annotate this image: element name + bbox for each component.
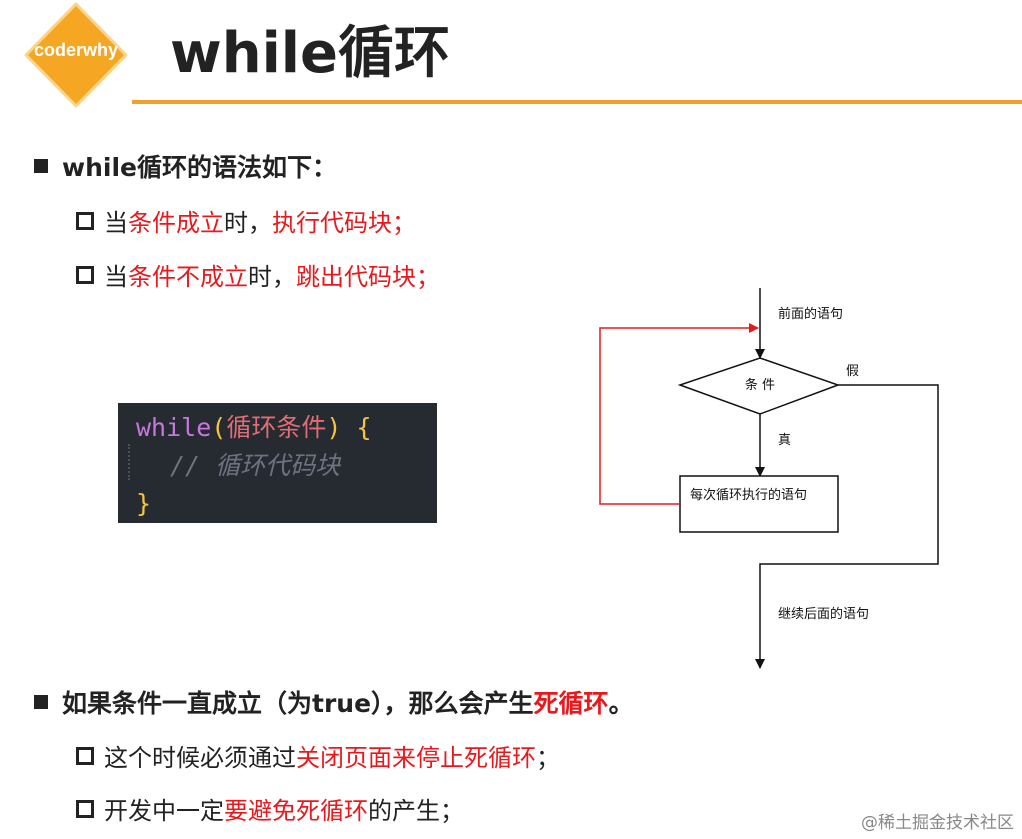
hollow-square-bullet-icon bbox=[76, 800, 94, 818]
square-bullet-icon bbox=[34, 159, 48, 173]
condition-label: 条 件 bbox=[745, 377, 775, 393]
logo-text: coderwhy bbox=[33, 40, 119, 60]
code-line-close: } bbox=[136, 489, 152, 518]
code-line-comment: // 循环代码块 bbox=[170, 451, 341, 480]
watermark: @稀土掘金技术社区 bbox=[861, 813, 1014, 833]
code-line-while: while(循环条件) { bbox=[136, 413, 372, 442]
square-bullet-icon bbox=[34, 695, 48, 709]
hollow-square-bullet-icon bbox=[76, 266, 94, 284]
loop-body-label: 每次循环执行的语句 bbox=[690, 487, 807, 503]
false-exit-arrow bbox=[755, 384, 939, 669]
while-code-snippet: while(循环条件) { // 循环代码块 } bbox=[118, 403, 437, 523]
logo-diamond-icon bbox=[24, 2, 128, 108]
syntax-item-condition-false: 当条件不成立时，跳出代码块； bbox=[76, 257, 440, 292]
coderwhy-logo: coderwhy bbox=[22, 2, 130, 108]
while-flowchart: 前面的语句 条 件 假 真 每次循环执行的语句 继续后面的语句 bbox=[599, 288, 939, 669]
false-label: 假 bbox=[846, 364, 859, 379]
section2-heading: 如果条件一直成立（为true），那么会产生死循环。 bbox=[34, 684, 634, 720]
infinite-loop-item-close-page: 这个时候必须通过关闭页面来停止死循环； bbox=[76, 738, 560, 773]
after-statement-label: 继续后面的语句 bbox=[778, 606, 869, 622]
loop-back-arrow bbox=[599, 323, 759, 505]
title-divider bbox=[132, 100, 1022, 104]
hollow-square-bullet-icon bbox=[76, 747, 94, 765]
indent-guide bbox=[128, 444, 130, 480]
before-statement-label: 前面的语句 bbox=[778, 306, 843, 322]
section1-heading: while循环的语法如下： bbox=[34, 148, 337, 184]
true-label: 真 bbox=[778, 433, 791, 448]
syntax-item-condition-true: 当条件成立时，执行代码块； bbox=[76, 203, 416, 238]
loop-body-box bbox=[679, 475, 839, 533]
page-title: while循环 bbox=[170, 21, 450, 86]
infinite-loop-item-avoid: 开发中一定要避免死循环的产生； bbox=[76, 791, 464, 826]
hollow-square-bullet-icon bbox=[76, 212, 94, 230]
